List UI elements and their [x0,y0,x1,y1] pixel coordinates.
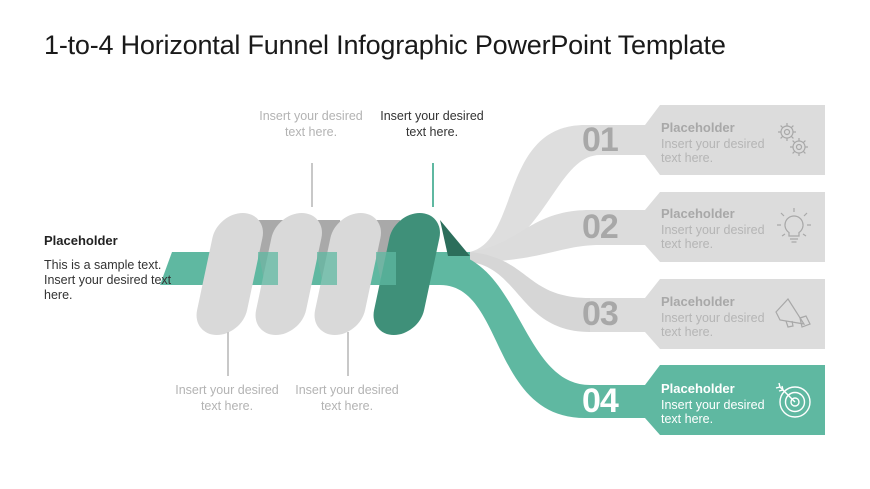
output-text-03: Insert your desired text here. [661,311,765,339]
megaphone-icon [775,298,811,328]
coil-loop-1 [196,213,263,335]
callout-bottom-2: Insert your desired text here. [295,383,399,413]
output-text-01: Insert your desired text here. [661,137,765,165]
callout-connector-bottom-2 [347,332,349,376]
coil-loop-3 [314,213,381,335]
output-number-04: 04 [582,382,619,420]
gears-icon [778,123,808,156]
card-shape-03 [590,279,825,349]
callout-top-2: Insert your desired text here. [380,109,484,139]
callout-top-1: Insert your desired text here. [259,109,363,139]
coil-loop-2 [255,213,322,335]
output-heading-02: Placeholder [661,206,735,221]
callout-connector-top-2 [432,163,434,207]
output-text-02: Insert your desired text here. [661,223,765,251]
output-number-03: 03 [582,295,619,333]
callout-connector-top-1 [311,163,313,207]
coil-shadow-4 [440,220,470,256]
branch-ribbon-01 [470,125,660,262]
lightbulb-icon [777,208,811,243]
output-heading-03: Placeholder [661,294,735,309]
output-number-01: 01 [582,121,619,159]
branch-ribbon-04 [440,252,825,435]
target-icon [775,382,811,418]
output-text-04: Insert your desired text here. [661,398,765,426]
slide-title: 1-to-4 Horizontal Funnel Infographic Pow… [44,30,726,60]
callout-bottom-1: Insert your desired text here. [175,383,279,413]
output-heading-04: Placeholder [661,381,735,396]
output-heading-01: Placeholder [661,120,735,135]
callout-connector-bottom-1 [227,332,229,376]
card-shape-02 [600,192,825,262]
input-description: This is a sample text. Insert your desir… [44,258,172,302]
output-number-02: 02 [582,208,619,246]
card-shape-01 [600,105,825,175]
coil-loop-4 [373,213,440,335]
input-heading: Placeholder [44,233,118,248]
